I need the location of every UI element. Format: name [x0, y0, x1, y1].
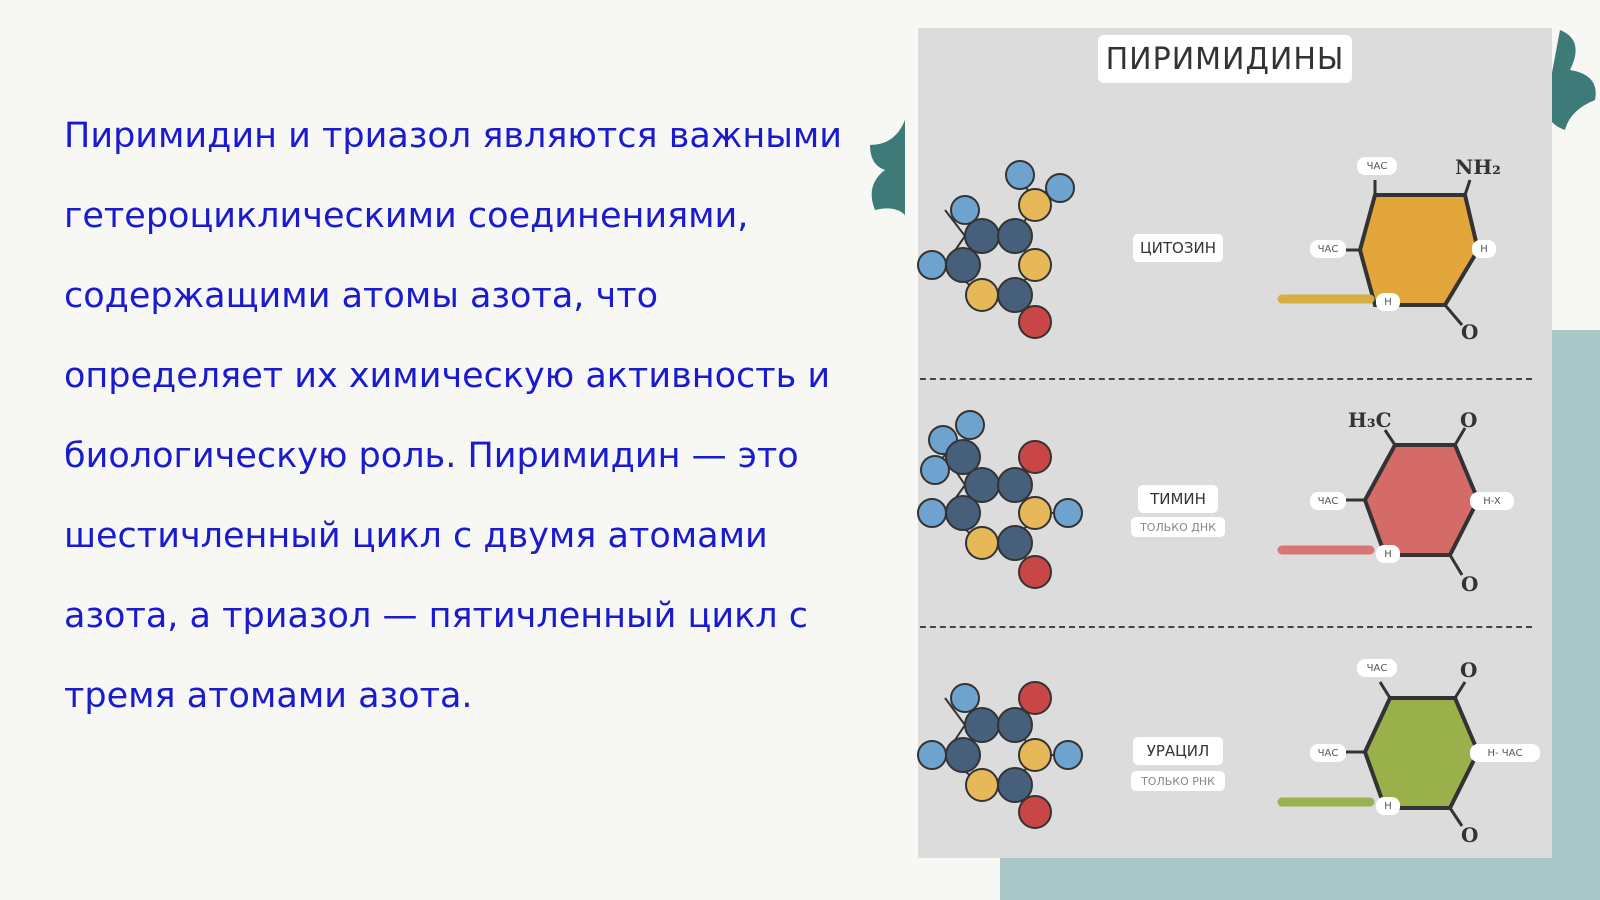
- atom-label: O: [1461, 572, 1479, 596]
- base-name-label: ТИМИН: [1138, 485, 1218, 513]
- atom-label: H: [1376, 797, 1400, 815]
- atom-label: H-X: [1470, 492, 1514, 510]
- atom-label: ЧАС: [1310, 240, 1346, 258]
- atom-label: H₃C: [1348, 408, 1392, 432]
- atom-label: H: [1376, 293, 1400, 311]
- base-subtitle-label: ТОЛЬКО ДНК: [1131, 517, 1225, 537]
- atom-label: ЧАС: [1310, 744, 1346, 762]
- atom-label: H- ЧАС: [1470, 744, 1540, 762]
- atom-label: NH₂: [1455, 155, 1501, 179]
- base-name-label: ЦИТОЗИН: [1133, 234, 1223, 262]
- row-divider: [920, 378, 1532, 380]
- diagram-title: ПИРИМИДИНЫ: [1098, 35, 1352, 83]
- description-text: Пиримидин и триазол являются важными гет…: [64, 116, 842, 716]
- atom-label: ЧАС: [1357, 157, 1397, 175]
- base-subtitle-label: ТОЛЬКО РНК: [1131, 771, 1225, 791]
- atom-label: H: [1376, 545, 1400, 563]
- atom-label: ЧАС: [1357, 659, 1397, 677]
- atom-label: O: [1460, 658, 1478, 682]
- atom-label: O: [1461, 823, 1479, 847]
- atom-label: ЧАС: [1310, 492, 1346, 510]
- atom-label: H: [1472, 240, 1496, 258]
- row-divider: [920, 626, 1532, 628]
- atom-label: O: [1461, 320, 1479, 344]
- base-name-label: УРАЦИЛ: [1133, 737, 1223, 765]
- atom-label: O: [1460, 408, 1478, 432]
